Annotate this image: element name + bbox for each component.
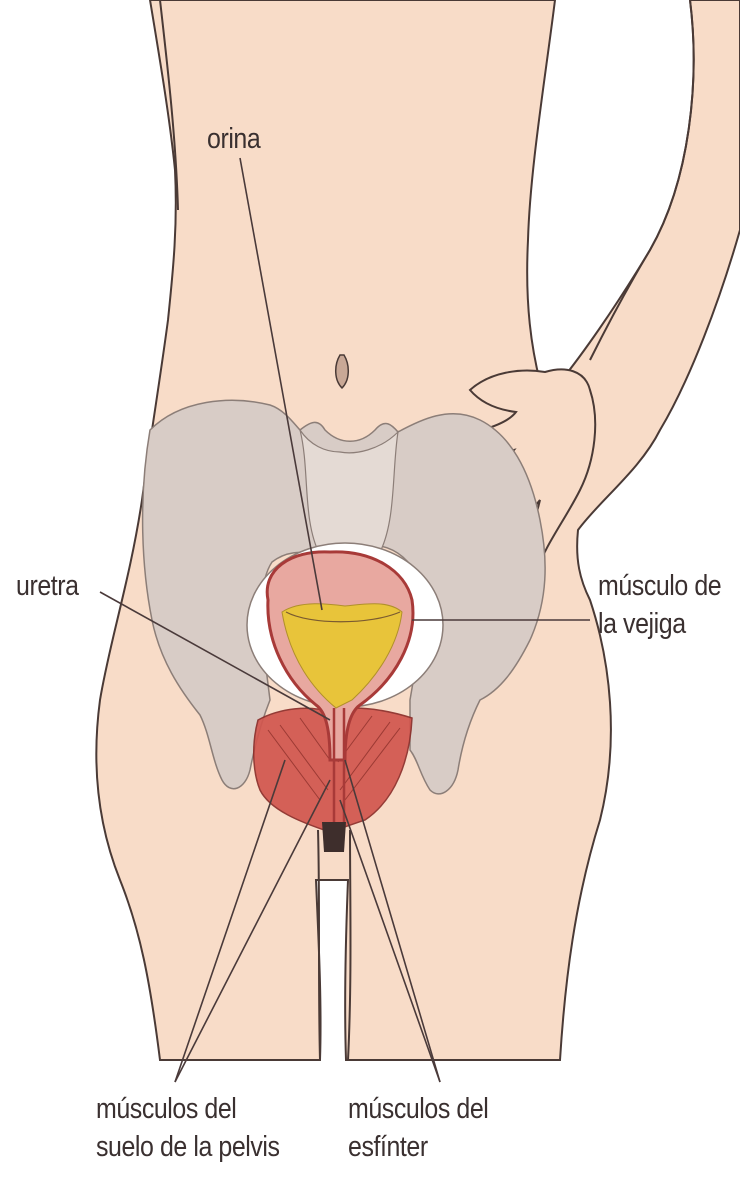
label-esfinter-line1: músculos del (348, 1090, 488, 1128)
label-suelo-pelvis: músculos del suelo de la pelvis (96, 1090, 280, 1166)
label-esfinter: músculos del esfínter (348, 1090, 488, 1166)
label-musculo-vejiga-line1: músculo de (598, 567, 721, 605)
label-suelo-pelvis-line2: suelo de la pelvis (96, 1128, 280, 1166)
label-musculo-vejiga: músculo de la vejiga (598, 567, 721, 643)
navel (336, 355, 349, 388)
label-orina: orina (207, 120, 260, 158)
label-suelo-pelvis-line1: músculos del (96, 1090, 280, 1128)
pubic-area (322, 822, 346, 852)
label-esfinter-line2: esfínter (348, 1128, 488, 1166)
label-musculo-vejiga-line2: la vejiga (598, 605, 721, 643)
label-uretra: uretra (16, 567, 79, 605)
